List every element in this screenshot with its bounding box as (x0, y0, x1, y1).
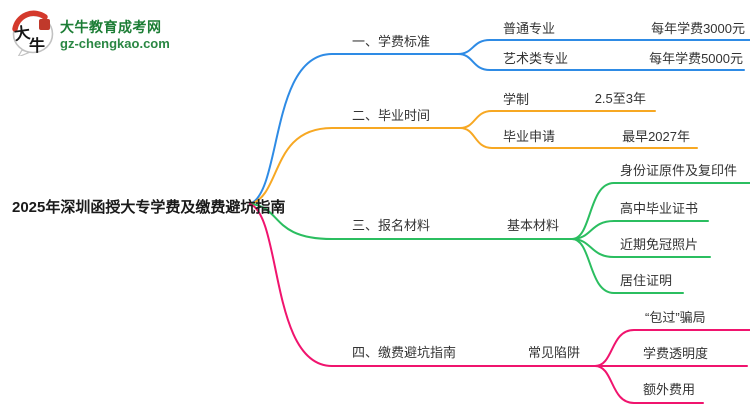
logo-domain: gz-chengkao.com (60, 36, 170, 51)
branch1-child2-label: 艺术类专业 (503, 51, 569, 66)
daniu-speech-bubble-icon: 大 牛 (12, 10, 54, 56)
branch4-child2-label: 学费透明度 (643, 346, 709, 361)
branch4-label: 四、缴费避坑指南 (352, 345, 457, 360)
branch1-child2-value: 每年学费5000元 (649, 51, 743, 66)
branch2-child1-value: 2.5至3年 (594, 91, 646, 106)
branch2-child2-line (459, 127, 698, 149)
branch4-group-label: 常见陷阱 (528, 345, 581, 360)
branch4-line (249, 203, 596, 367)
branch4-child3-line (594, 365, 704, 404)
branch4-child1-label: “包过”骗局 (645, 310, 706, 325)
branch3-label: 三、报名材料 (352, 218, 431, 233)
branch1-label: 一、学费标准 (352, 34, 431, 49)
branch3-group-label: 基本材料 (507, 218, 560, 233)
branch3-child4-label: 居住证明 (620, 273, 673, 288)
branch3-child1-label: 身份证原件及复印件 (620, 163, 738, 178)
branch3-child2-label: 高中毕业证书 (620, 201, 699, 216)
branch1-line (249, 53, 459, 205)
branch2-child2-value: 最早2027年 (622, 129, 690, 144)
root-topic: 2025年深圳函授大专学费及缴费避坑指南 (12, 199, 286, 216)
branch1-child2-line (457, 53, 745, 71)
branch4-child3-label: 额外费用 (643, 382, 696, 397)
site-logo: 大 牛 大牛教育成考网 gz-chengkao.com (10, 8, 240, 60)
branch3-line (249, 203, 573, 240)
logo-char-da: 大 (13, 23, 32, 44)
branch3-child4-line (571, 238, 684, 294)
branch2-child1-label: 学制 (503, 92, 530, 107)
logo-title: 大牛教育成考网 (60, 19, 162, 35)
branch1-child1-value: 每年学费3000元 (651, 21, 745, 36)
branch2-child1-line (459, 110, 656, 129)
branch4-child1-line (594, 329, 750, 367)
red-seal (39, 19, 50, 30)
red-arc (12, 10, 48, 32)
branch1-child1-label: 普通专业 (503, 21, 556, 36)
branch2-line (249, 127, 461, 205)
branch2-child2-label: 毕业申请 (503, 129, 556, 144)
branch2-label: 二、毕业时间 (352, 108, 431, 123)
logo-char-niu: 牛 (29, 36, 45, 55)
branch3-child3-label: 近期免冠照片 (620, 237, 699, 252)
bubble-tail (17, 49, 31, 56)
branch3-child2-line (571, 220, 709, 240)
branch3-child1-line (571, 182, 750, 240)
